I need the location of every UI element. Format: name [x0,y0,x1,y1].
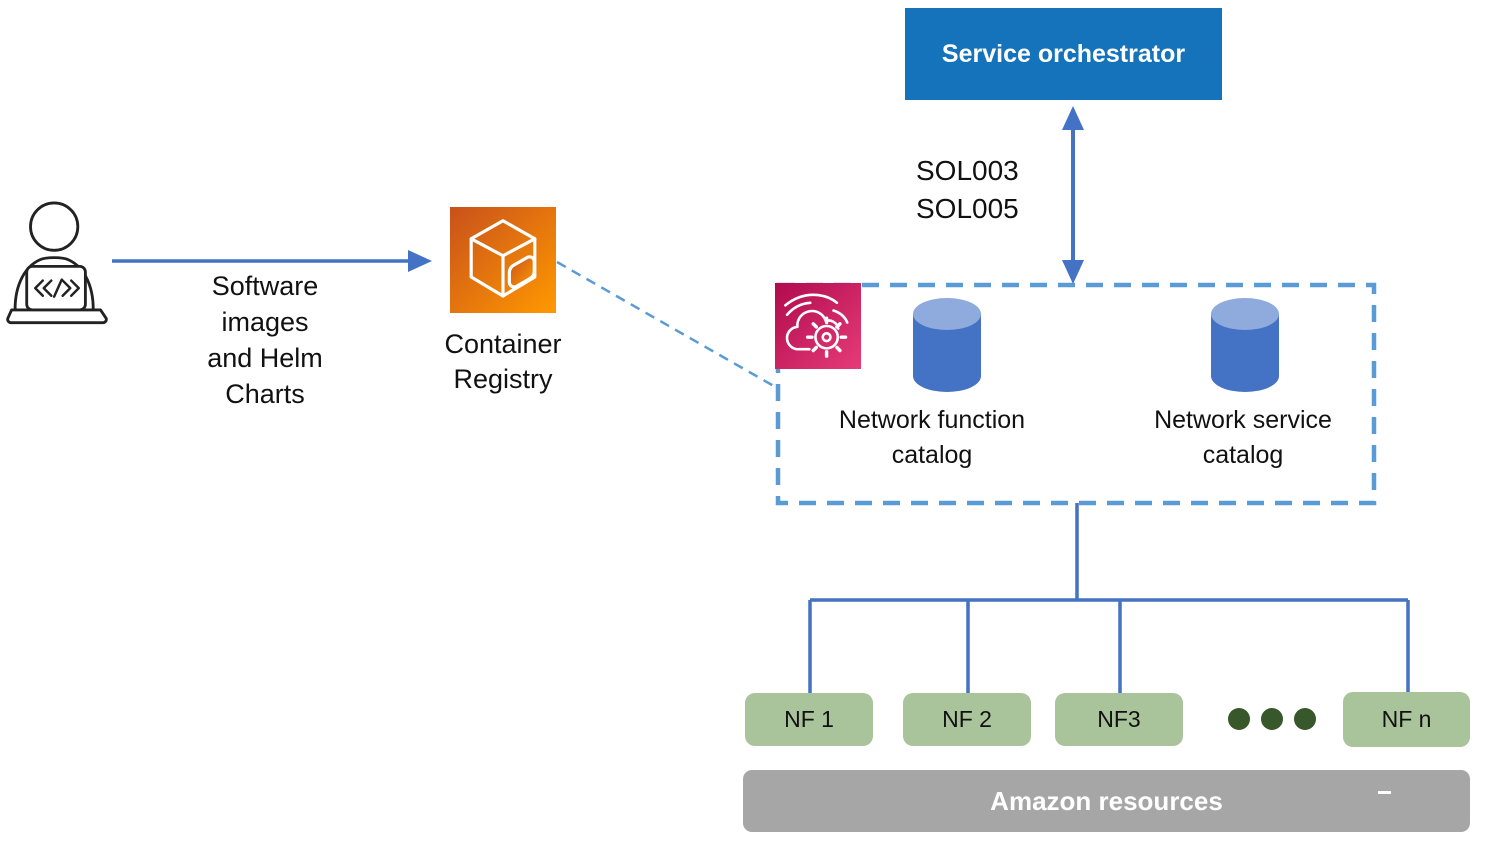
container-registry-icon [450,207,556,313]
nf-box-label: NF n [1381,706,1432,732]
network-builder-icon [775,283,861,369]
software-images-label: Software images and Helm Charts [207,271,323,409]
nf-box-n: NF n [1343,692,1470,747]
dot-icon [1261,708,1283,730]
developer-icon [6,201,108,325]
nf-box-label: NF 2 [942,706,992,732]
network-service-catalog-label: Network service catalog [1154,406,1332,469]
dashed-link-registry-to-catalog [556,260,780,391]
network-service-catalog-database-icon [1211,298,1279,392]
catalog-to-nf-connectors [808,503,1410,693]
sol-interface-label: SOL003 SOL005 [916,155,1019,224]
nf-box-2: NF 2 [903,693,1031,746]
amazon-resources-label: Amazon resources [990,785,1223,816]
network-function-catalog-label: Network function catalog [838,406,1026,469]
container-registry-label: Container Registry [444,329,562,394]
dot-icon [1228,708,1250,730]
network-function-catalog-database-icon [913,298,981,392]
stray-mark [1378,791,1391,794]
arrow-orchestrator-catalog [1062,106,1084,284]
dot-icon [1294,708,1316,730]
service-orchestrator-box: Service orchestrator [905,8,1222,100]
arrow-developer-to-registry [112,250,432,272]
nf-box-label: NF3 [1097,706,1141,732]
nf-box-1: NF 1 [745,693,873,746]
amazon-resources-bar: Amazon resources [743,770,1470,832]
code-icon [34,278,80,298]
catalog-dashed-box [775,282,1377,506]
nf-box-label: NF 1 [784,706,834,732]
service-orchestrator-label: Service orchestrator [941,39,1186,68]
ellipsis-dots-icon [1228,708,1316,730]
nf-box-3: NF3 [1055,693,1183,746]
